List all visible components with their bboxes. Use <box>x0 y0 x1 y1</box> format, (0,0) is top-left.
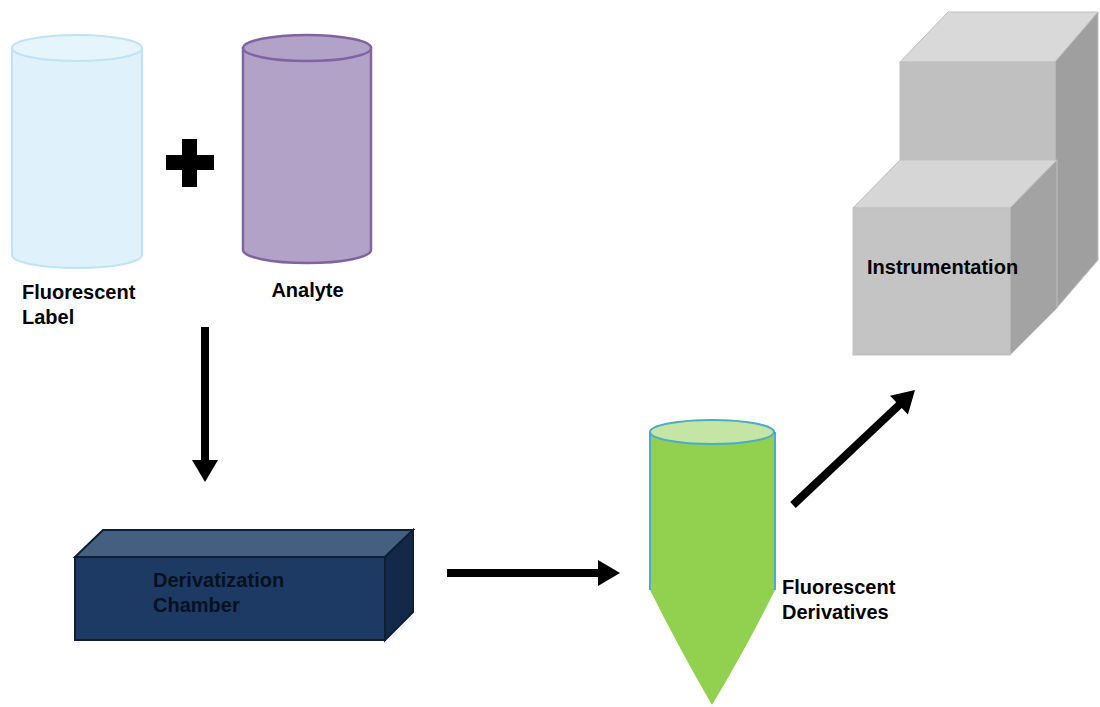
flow-arrow <box>793 390 915 505</box>
chamber-box <box>75 530 413 640</box>
flow-arrow <box>192 327 218 482</box>
box-label: Derivatization Chamber <box>153 568 323 618</box>
flow-arrow <box>447 560 620 586</box>
derivative-tube <box>650 420 775 705</box>
node-caption: Fluorescent Derivatives <box>782 575 932 625</box>
node-caption: Fluorescent Label <box>22 280 162 330</box>
plus-symbol <box>166 139 214 187</box>
process-box: Derivatization Chamber <box>75 530 413 640</box>
sample-tube: Fluorescent Derivatives <box>645 418 945 707</box>
node-label: Fluorescent Label <box>10 30 150 345</box>
analyte-cylinder <box>243 35 371 263</box>
node-label: Analyte <box>240 30 375 320</box>
instrument-boxes <box>853 12 1098 355</box>
instrument-box: Instrumentation <box>853 160 1057 355</box>
label-cylinder <box>12 35 142 268</box>
box-label: Instrumentation <box>867 255 1052 280</box>
node-caption: Analyte <box>240 278 375 303</box>
